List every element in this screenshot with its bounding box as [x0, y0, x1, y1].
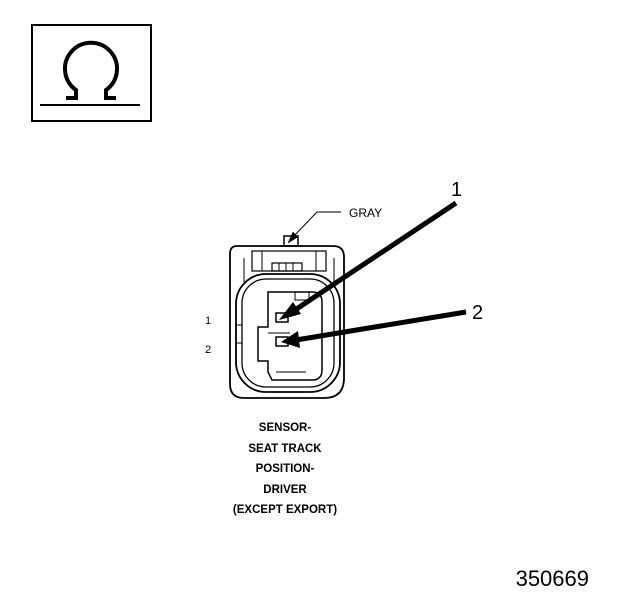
callout-number-1: 1: [451, 179, 463, 201]
caption-line: (EXCEPT EXPORT): [232, 504, 338, 516]
figure-number: 350669: [515, 566, 589, 591]
caption-line: SEAT TRACK: [248, 442, 322, 455]
wire-color-leader: [287, 211, 341, 244]
connector-caption: SENSOR- SEAT TRACK POSITION- DRIVER (EXC…: [200, 418, 370, 521]
callout-arrow-2: [281, 309, 467, 348]
wire-color-label: GRAY: [349, 206, 383, 220]
pin-label-2: 2: [205, 344, 212, 356]
caption-line: POSITION-: [255, 463, 315, 475]
pin-label-1: 1: [205, 315, 212, 327]
callout-number-2: 2: [472, 302, 484, 324]
ohm-icon: [31, 24, 152, 122]
caption-line: DRIVER: [263, 483, 307, 496]
callout-arrow-1: [279, 200, 458, 320]
caption-line: SENSOR-: [258, 422, 312, 434]
